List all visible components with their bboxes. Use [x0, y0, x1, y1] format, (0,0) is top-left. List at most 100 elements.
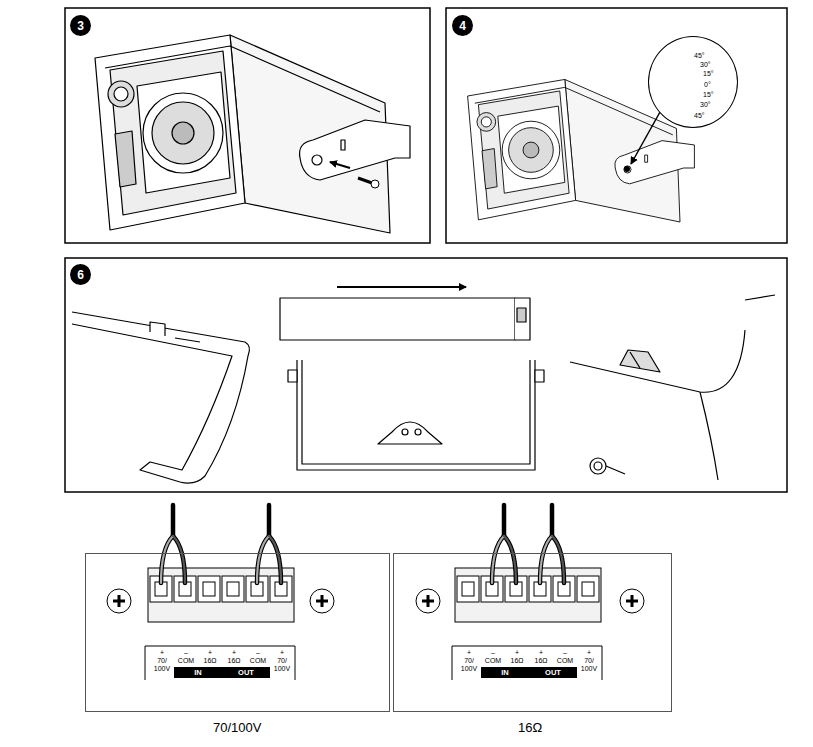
step6-drawing: [302, 360, 530, 464]
wires: [161, 536, 173, 583]
terminal-label: 16Ω: [529, 657, 553, 665]
panel-frames: [65, 8, 430, 243]
terminal-label: 70/ 100V: [270, 657, 294, 673]
terminal-label: 16Ω: [505, 657, 529, 665]
terminal-left: [316, 595, 328, 607]
callout-number: 4: [459, 20, 466, 32]
terminal-right: [455, 568, 601, 622]
terminal-label: COM: [481, 657, 505, 665]
terminal-label: 70/ 100V: [457, 657, 481, 673]
wires: [173, 536, 185, 583]
step6-drawing: [288, 370, 297, 382]
speaker-step3: [330, 162, 350, 168]
terminal-right: [416, 589, 440, 613]
panel-frames: [65, 258, 787, 492]
terminal-right: [620, 589, 644, 613]
wires: [173, 536, 564, 583]
terminal-right: [582, 582, 594, 596]
step6-drawing: [515, 298, 530, 340]
caption-label: 16Ω: [518, 720, 542, 735]
angle-label: 45°: [694, 52, 705, 60]
terminal-label: –: [174, 649, 198, 657]
terminal-left: [310, 589, 334, 613]
step6-drawing: [590, 458, 606, 474]
wires: [492, 536, 504, 583]
callout-number: 6: [77, 269, 84, 281]
terminal-right: [416, 568, 644, 680]
in-out-label: OUT: [222, 667, 270, 678]
wires: [504, 536, 516, 583]
wires: [540, 536, 552, 583]
terminal-right: [452, 646, 602, 680]
angle-label: 0°: [704, 81, 711, 89]
terminal-left: [203, 582, 215, 596]
step6-drawing: [150, 322, 165, 336]
terminal-right: [577, 576, 599, 602]
wires: [161, 505, 564, 583]
speaker-step3: [95, 35, 410, 233]
terminal-right: [462, 582, 474, 596]
terminal-left: [198, 576, 220, 602]
terminal-label: +: [150, 649, 174, 657]
step6-drawing: [415, 429, 421, 435]
angle-label: 15°: [703, 91, 714, 99]
terminal-left: [145, 646, 295, 680]
step6-drawing: [570, 330, 745, 392]
terminal-plate: +70/ 100V–COM+16Ω+16Ω–COM+70/ 100VINOUT: [393, 553, 672, 712]
step6-drawing: [745, 295, 775, 300]
terminal-right: [422, 595, 434, 607]
wires: [267, 505, 272, 536]
terminal-label: COM: [553, 657, 577, 665]
terminal-label: +: [577, 649, 601, 657]
step6-drawing: [606, 466, 625, 474]
step6-drawing: [337, 286, 466, 288]
terminal-right: [457, 576, 479, 602]
step6-drawing: [620, 350, 660, 372]
in-out-band: INOUT: [174, 667, 270, 678]
speaker-step3: [371, 180, 379, 188]
terminal-left: [107, 589, 131, 613]
terminal-label: COM: [246, 657, 270, 665]
terminal-label: +: [505, 649, 529, 657]
wires: [269, 536, 281, 583]
in-out-label: IN: [174, 667, 222, 678]
terminal-left: [107, 568, 334, 680]
terminal-label: COM: [174, 657, 198, 665]
wires: [550, 505, 555, 536]
wires: [171, 505, 176, 536]
terminal-label: +: [222, 649, 246, 657]
terminal-left: [222, 576, 244, 602]
terminal-label: +: [457, 649, 481, 657]
panel-frames: [65, 8, 787, 492]
terminal-label: –: [481, 649, 505, 657]
step6-drawing: [378, 422, 442, 444]
panel-frames: [446, 8, 787, 243]
step6-drawing: [72, 312, 249, 483]
wires: [257, 536, 269, 583]
step6-drawing: [280, 298, 515, 340]
terminal-right: [457, 576, 599, 602]
terminal-left: [148, 568, 294, 622]
angle-label: 45°: [694, 112, 705, 120]
step6-drawing: [517, 308, 526, 322]
terminal-label: 70/ 100V: [577, 657, 601, 673]
wires: [269, 536, 281, 583]
terminal-label: +: [529, 649, 553, 657]
in-out-band: INOUT: [481, 667, 577, 678]
angle-label: 30°: [700, 101, 711, 109]
terminal-label: –: [246, 649, 270, 657]
speaker-step3: [358, 178, 372, 183]
step6-drawing: [535, 370, 544, 382]
angle-label: 15°: [703, 70, 714, 78]
wires: [502, 505, 507, 536]
wires: [552, 536, 564, 583]
angle-label: 30°: [700, 61, 711, 69]
terminal-label: +: [270, 649, 294, 657]
terminal-label: 70/ 100V: [150, 657, 174, 673]
terminal-label: 16Ω: [198, 657, 222, 665]
speaker-step3: [95, 35, 410, 233]
wires: [161, 536, 552, 583]
caption-label: 70/100V: [213, 720, 261, 735]
